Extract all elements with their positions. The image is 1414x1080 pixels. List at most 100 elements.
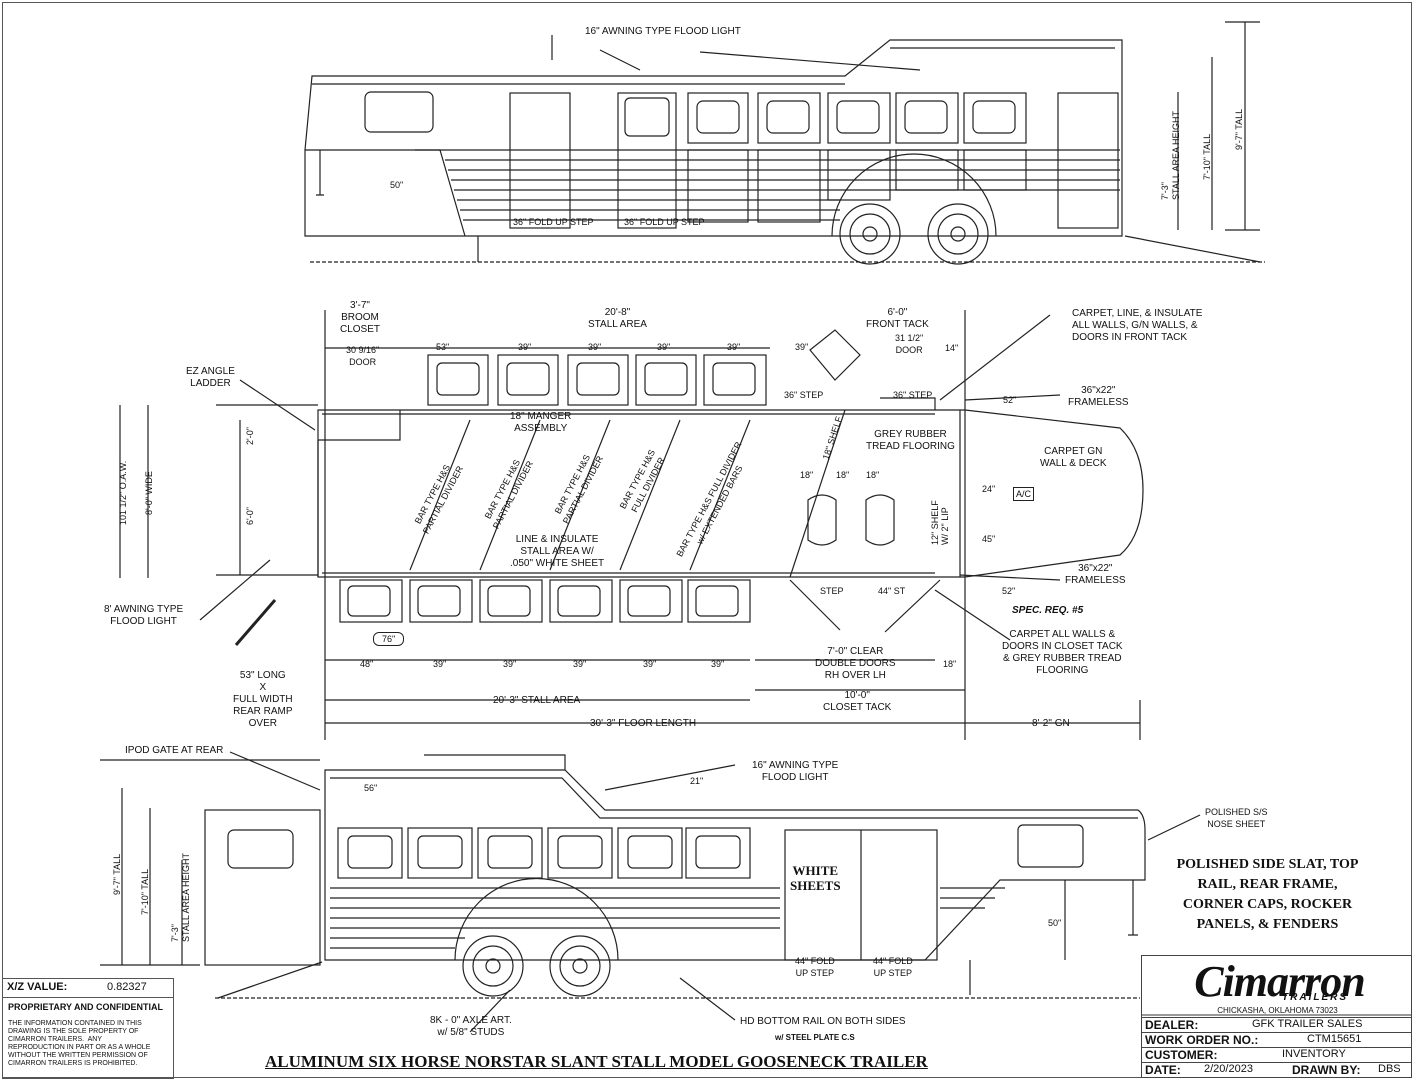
cimarron-logo-sub: TRAILERS xyxy=(1282,992,1348,1003)
white-sheets-label: WHITE SHEETS xyxy=(790,863,841,893)
date-label: DATE: xyxy=(1145,1063,1181,1077)
dim-18b: 18" xyxy=(836,470,850,480)
dim-45: 45" xyxy=(982,534,996,544)
frameless-window-top: 36"x22" FRAMELESS xyxy=(1068,385,1129,408)
proprietary-heading: PROPRIETARY AND CONFIDENTIAL xyxy=(8,1002,164,1012)
broom-closet-label: 3'-7" BROOM CLOSET xyxy=(340,300,381,335)
front-tack-dim: 6'-0" FRONT TACK xyxy=(866,307,929,330)
ac-unit: A/C xyxy=(1013,487,1035,501)
dim-52-top: 52" xyxy=(1003,395,1017,405)
tack-door-label: 31 1/2" DOOR xyxy=(895,333,924,355)
dealer-row: DEALER: GFK TRAILER SALES xyxy=(1142,1017,1411,1032)
hitch-height-dim-bottom: 50" xyxy=(1048,918,1062,928)
tall-dim-1-bottom: 9'-7" TALL xyxy=(112,853,122,895)
fold-step-label-1: 36" FOLD UP STEP xyxy=(513,217,594,227)
work-order-value: CTM15651 xyxy=(1307,1033,1362,1045)
dim-18d: 18" xyxy=(943,659,957,669)
manger-label: 18" MANGER ASSEMBLY xyxy=(510,411,572,434)
broom-door-label: 30 9/16" DOOR xyxy=(346,345,380,367)
bottom-dim-1: 48" xyxy=(360,659,374,669)
nose-sheet-label: POLISHED S/S NOSE SHEET xyxy=(1205,807,1268,829)
top-dim-1: 53" xyxy=(436,342,450,352)
carpet-front-tack-note: CARPET, LINE, & INSULATE ALL WALLS, G/N … xyxy=(1072,308,1203,343)
ipod-gate-label: IPOD GATE AT REAR xyxy=(125,745,224,756)
step-bottom-label: STEP xyxy=(820,586,844,596)
top-dim-5: 39" xyxy=(727,342,741,352)
top-dim-2: 39" xyxy=(518,342,532,352)
customer-value: INVENTORY xyxy=(1282,1048,1346,1060)
step-top-label-2: 36" STEP xyxy=(893,390,933,400)
customer-label: CUSTOMER: xyxy=(1145,1048,1218,1062)
dim-76: 76" xyxy=(373,632,405,646)
stall-area-bottom-dim: 20'-3" STALL AREA xyxy=(493,695,581,706)
work-order-label: WORK ORDER NO.: xyxy=(1145,1033,1259,1047)
company-address: CHICKASHA, OKLAHOMA 73023 xyxy=(1217,1006,1338,1015)
stall-height-dim-bottom: 7'-3" STALL AREA HEIGHT xyxy=(170,852,191,942)
top-dim-6: 39" xyxy=(795,342,809,352)
bottom-rail-label: HD BOTTOM RAIL ON BOTH SIDES xyxy=(740,1016,906,1027)
line-insulate-note: LINE & INSULATE STALL AREA W/ .050" WHIT… xyxy=(510,534,605,569)
spec-req-label: SPEC. REQ. #5 xyxy=(1012,605,1084,616)
finish-notes: POLISHED SIDE SLAT, TOP RAIL, REAR FRAME… xyxy=(1176,857,1359,932)
rubber-floor-label: GREY RUBBER TREAD FLOORING xyxy=(866,429,955,452)
rear-ramp-label: 53" LONG X FULL WIDTH REAR RAMP OVER xyxy=(233,670,293,729)
frameless-window-bottom: 36"x22" FRAMELESS xyxy=(1065,563,1126,586)
ramp-dim-6ft: 6'-0" xyxy=(245,507,255,525)
bottom-dim-4: 39" xyxy=(573,659,587,669)
date-value: 2/20/2023 xyxy=(1204,1063,1253,1075)
bottom-dim-5: 39" xyxy=(643,659,657,669)
xz-value: 0.82327 xyxy=(107,981,147,993)
bottom-dim-2: 39" xyxy=(433,659,447,669)
drawn-by-label: DRAWN BY: xyxy=(1292,1063,1361,1077)
plan-view xyxy=(119,310,1144,740)
gooseneck-dim: 8'-2" GN xyxy=(1032,718,1070,729)
carpet-closet-tack-note: CARPET ALL WALLS & DOORS IN CLOSET TACK … xyxy=(1002,629,1123,676)
top-elevation xyxy=(304,21,1265,265)
shelf-12-label: 12" SHELF W/ 2" LIP xyxy=(930,500,950,545)
width-dim: 8'-0" WIDE xyxy=(144,471,154,515)
dim-18a: 18" xyxy=(800,470,814,480)
bottom-elevation xyxy=(100,751,1201,1033)
dealer-value: GFK TRAILER SALES xyxy=(1252,1018,1363,1030)
steel-plate-label: w/ STEEL PLATE C.S xyxy=(775,1033,855,1042)
bottom-dim-6: 39" xyxy=(711,659,725,669)
stall-area-top-dim: 20'-8" STALL AREA xyxy=(588,307,647,330)
overall-width-dim: 101 1/2" O.A.W. xyxy=(118,460,128,525)
tall-dim-1-top: 7'-10" TALL xyxy=(1202,133,1212,180)
top-dim-3: 39" xyxy=(588,342,602,352)
flood-light-label-bottom: 16" AWNING TYPE FLOOD LIGHT xyxy=(752,760,839,783)
cimarron-logo: Cimarron xyxy=(1194,957,1366,1006)
dim-21: 21" xyxy=(690,776,704,786)
step-top-label: 36" STEP xyxy=(784,390,824,400)
awning-light-8-label: 8' AWNING TYPE FLOOD LIGHT xyxy=(104,604,184,627)
double-doors-label: 7'-0" CLEAR DOUBLE DOORS RH OVER LH xyxy=(815,646,896,681)
proprietary-box: PROPRIETARY AND CONFIDENTIAL THE INFORMA… xyxy=(2,996,174,1079)
tall-dim-2-bottom: 7'-10" TALL xyxy=(140,868,150,915)
stall-height-dim-top: 7'-3" STALL AREA HEIGHT xyxy=(1160,110,1181,200)
fold-step-44-a: 44" FOLD UP STEP xyxy=(795,956,835,978)
fold-step-label-2: 36" FOLD UP STEP xyxy=(624,217,705,227)
axle-label: 8K - 0" AXLE ART. w/ 5/8" STUDS xyxy=(430,1015,512,1038)
floor-length-dim: 30'-3" FLOOR LENGTH xyxy=(590,718,697,729)
ramp-dim-2ft: 2'-0" xyxy=(245,427,255,445)
drawn-by-value: DBS xyxy=(1378,1063,1401,1075)
closet-tack-dim: 10'-0" CLOSET TACK xyxy=(823,690,892,713)
xz-value-box: X/Z VALUE: 0.82327 xyxy=(2,978,174,998)
drawing-title: ALUMINUM SIX HORSE NORSTAR SLANT STALL M… xyxy=(265,1052,928,1071)
dealer-label: DEALER: xyxy=(1145,1018,1199,1032)
flood-light-label-top: 16" AWNING TYPE FLOOD LIGHT xyxy=(585,26,741,37)
work-order-row: WORK ORDER NO.: CTM15651 xyxy=(1142,1032,1411,1047)
bottom-dim-3: 39" xyxy=(503,659,517,669)
dim-24: 24" xyxy=(982,484,996,494)
dim-56: 56" xyxy=(364,783,378,793)
dim-52-bottom: 52" xyxy=(1002,586,1016,596)
tall-dim-2-top: 9'-7" TALL xyxy=(1234,108,1244,150)
hitch-height-dim-top: 50" xyxy=(390,180,404,190)
customer-row: CUSTOMER: INVENTORY xyxy=(1142,1047,1411,1062)
date-row: DATE: 2/20/2023 DRAWN BY: DBS xyxy=(1142,1062,1411,1078)
fold-step-44-b: 44" FOLD UP STEP xyxy=(873,956,913,978)
ez-ladder-label: EZ ANGLE LADDER xyxy=(186,366,235,389)
xz-label: X/Z VALUE: xyxy=(7,981,68,993)
carpet-gn-label: CARPET GN WALL & DECK xyxy=(1040,446,1107,469)
